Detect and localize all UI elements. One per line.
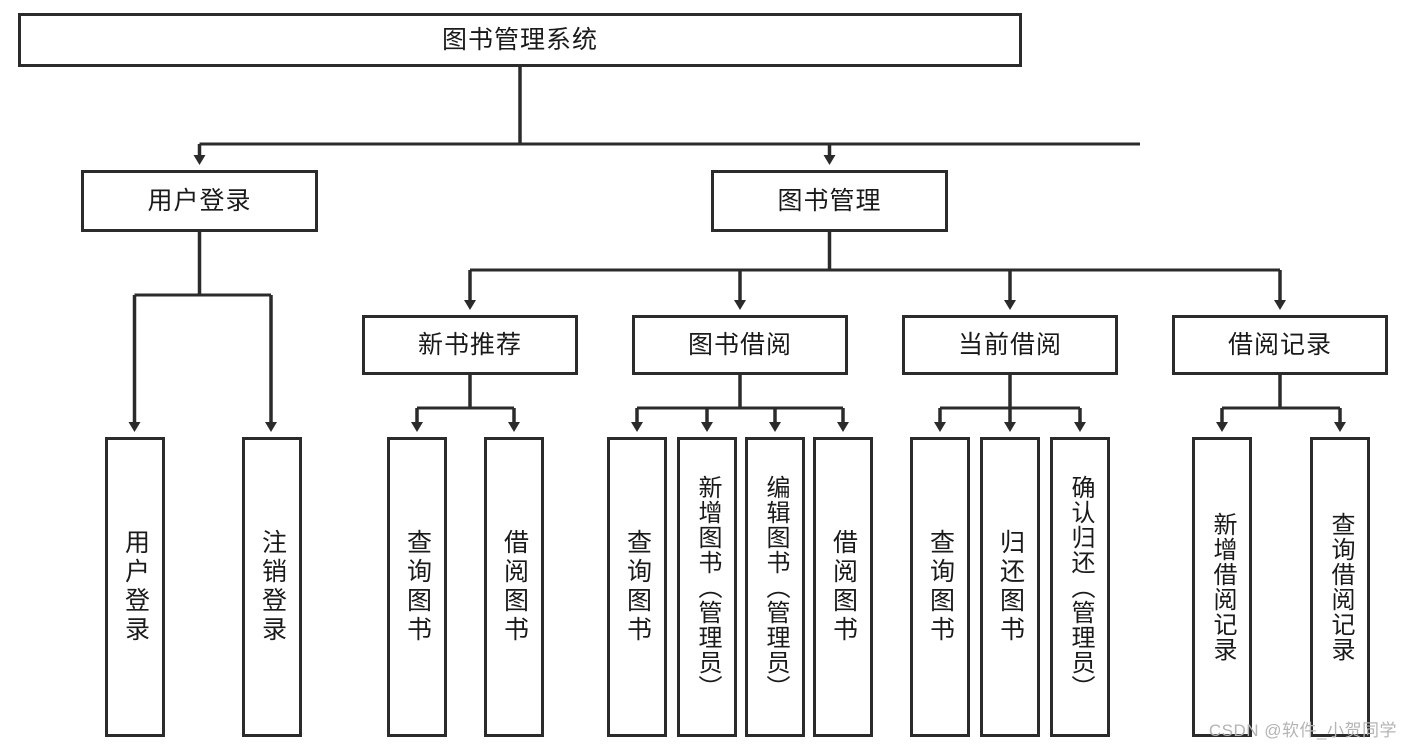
node-leaf-query-book-3[interactable]: 查询图书 [910,437,970,737]
node-leaf-query-borrow-record[interactable]: 查询借阅记录 [1310,437,1370,737]
node-root[interactable]: 图书管理系统 [18,13,1022,67]
node-leaf-add-book-admin[interactable]: 新增图书（管理员） [677,437,737,737]
node-leaf-query-book-1[interactable]: 查询图书 [387,437,447,737]
node-user-login[interactable]: 用户登录 [81,170,318,232]
node-borrow-record[interactable]: 借阅记录 [1172,315,1388,375]
node-leaf-borrow-book-2[interactable]: 借阅图书 [813,437,873,737]
node-leaf-return-book[interactable]: 归还图书 [980,437,1040,737]
node-leaf-query-book-2[interactable]: 查询图书 [607,437,667,737]
node-leaf-logout[interactable]: 注销登录 [242,437,302,737]
node-leaf-add-borrow-record[interactable]: 新增借阅记录 [1192,437,1252,737]
node-current-borrow[interactable]: 当前借阅 [902,315,1118,375]
node-leaf-edit-book-admin[interactable]: 编辑图书（管理员） [745,437,805,737]
node-book-manage[interactable]: 图书管理 [711,170,948,232]
node-book-borrow[interactable]: 图书借阅 [632,315,848,375]
node-new-book-recommend[interactable]: 新书推荐 [362,315,578,375]
node-leaf-borrow-book-1[interactable]: 借阅图书 [484,437,544,737]
node-leaf-user-login[interactable]: 用户登录 [105,437,165,737]
csdn-watermark: CSDN @软件_小贺同学 [1208,721,1397,740]
node-leaf-confirm-return-admin[interactable]: 确认归还（管理员） [1050,437,1110,737]
